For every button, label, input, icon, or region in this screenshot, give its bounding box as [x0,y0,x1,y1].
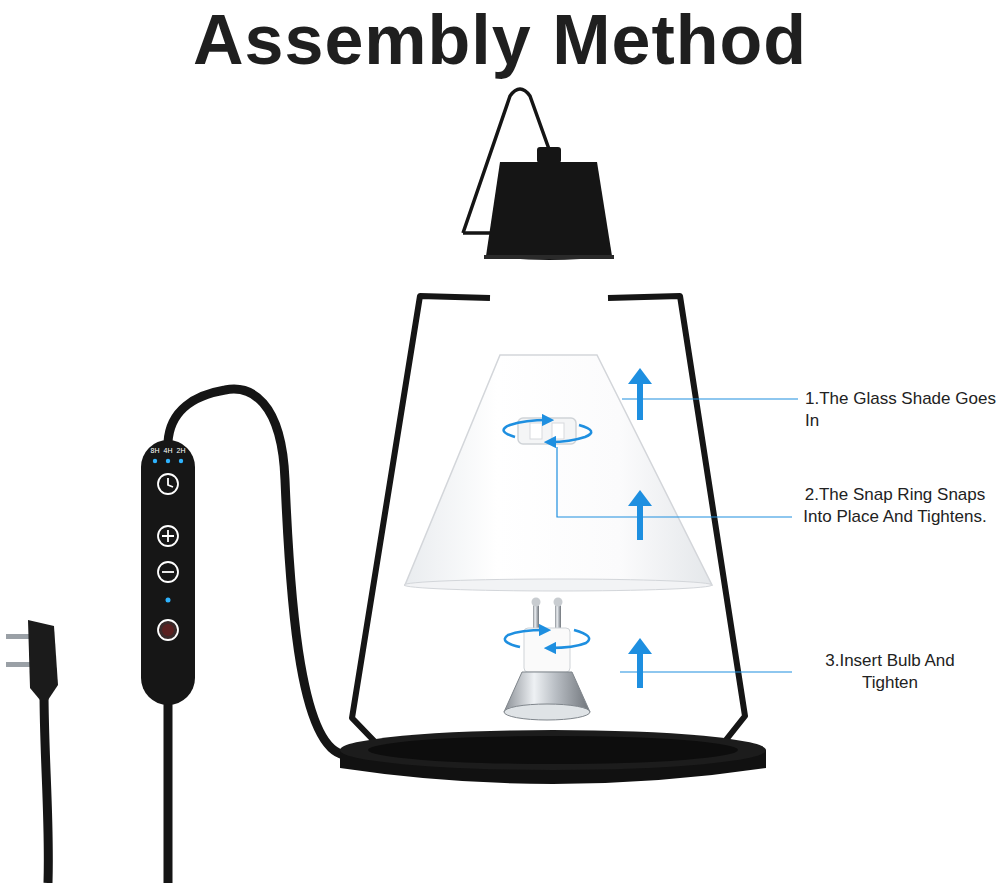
timer-remote [141,440,195,705]
snap-ring [530,423,542,439]
snap-ring [552,423,564,439]
plus-button [162,530,174,542]
rotation-arrow [550,630,589,648]
indicator-dot [153,459,157,463]
leader-line [622,398,798,399]
step-label: 2.The Snap Ring Snaps Into Place And Tig… [800,484,990,528]
timer-button [168,478,173,487]
cap-knob [537,147,561,163]
leader-line [557,447,792,517]
timer-button [158,474,178,494]
plug-prong [6,662,30,667]
bulb-pin [532,598,541,607]
power-button [162,624,174,636]
lamp-base [340,730,766,770]
rotation-arrow [504,420,548,437]
minus-button [158,562,178,582]
leader-line [620,671,792,672]
timer-label: 4H [162,447,174,455]
bulb-reflector [504,672,590,719]
plug-prong [6,634,30,639]
indicator-dot [179,459,183,463]
indicator-dot [166,459,170,463]
timer-label: 2H [175,447,187,455]
page-title: Assembly Method [0,0,1000,80]
up-arrow [637,652,643,688]
power-cord [168,389,350,755]
plug-body [28,620,58,700]
step-label: 1.The Glass Shade Goes In [805,388,997,432]
up-arrow [637,382,643,420]
up-arrow [628,368,652,384]
minus-button [162,571,174,573]
rotation-arrow [550,425,591,442]
up-arrow [628,490,652,506]
step-label: 3.Insert Bulb And Tighten [800,650,980,694]
indicator-dot [166,598,171,603]
glass-shade [405,355,712,585]
bulb-base [524,628,570,672]
glass-shade [404,579,712,591]
plug-cord [44,690,48,883]
lamp-cap [484,255,614,259]
plus-button [158,526,178,546]
up-arrow [628,638,652,654]
power-button [158,620,178,640]
bulb-pin [554,598,563,607]
lamp-cap [486,162,612,260]
rotation-arrow [505,630,545,647]
bulb-reflector [504,704,590,720]
lamp-base [368,736,738,764]
timer-label: 8H [149,447,161,455]
up-arrow [637,504,643,540]
power-cord [164,700,173,883]
